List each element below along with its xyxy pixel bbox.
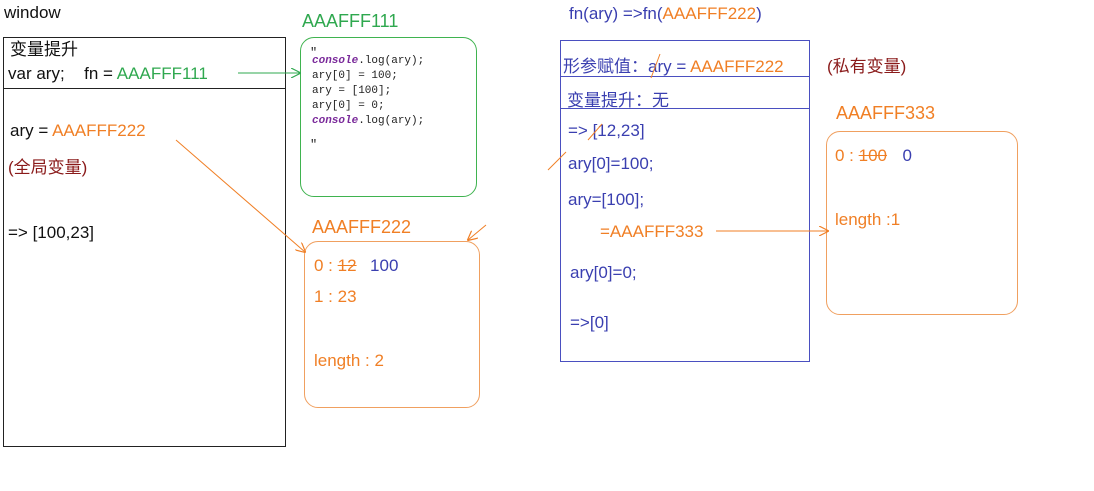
window-assign: ary = AAAFFF222 xyxy=(10,121,146,141)
array1-box xyxy=(304,241,480,408)
code-line: ary = [100]; xyxy=(312,85,392,97)
array2-length: length :1 xyxy=(835,210,901,229)
array2-address: AAAFFF333 xyxy=(836,103,936,123)
array2-row0-old: 100 xyxy=(858,146,888,165)
fn-code-quote-close: " xyxy=(310,138,318,152)
decl-fn: fn = xyxy=(84,64,113,83)
fn-call-header-ref: AAAFFF222 xyxy=(662,4,757,23)
fn-call-divider-1 xyxy=(560,76,810,77)
fn-code-quote-open: " xyxy=(310,46,318,60)
decl-var: var ary; xyxy=(8,64,65,83)
array2-row0-key: 0 : xyxy=(835,146,854,165)
array1-row0-key: 0 : xyxy=(314,256,333,275)
fn-heap-box xyxy=(300,37,477,197)
arrow-param-to-array1 xyxy=(468,224,487,240)
fn-call-header: fn(ary) =>fn(AAAFFF222) xyxy=(569,4,762,23)
assign-name: ary = xyxy=(10,121,49,140)
array2-box xyxy=(826,131,1018,315)
array2-row0-new: 0 xyxy=(902,146,912,165)
fn-code-body: console.log(ary); ary[0] = 100; ary = [1… xyxy=(312,54,424,129)
param-ref: AAAFFF222 xyxy=(690,57,784,76)
private-var-note: (私有变量) xyxy=(827,57,907,76)
param-assign: 形参赋值：ary = AAAFFF222 xyxy=(563,57,784,76)
stmt-ary-new-ref: =AAAFFF333 xyxy=(600,222,704,241)
fn-call-divider-2 xyxy=(560,108,810,109)
decl-fn-ref: AAAFFF111 xyxy=(116,64,208,83)
fn-heap-address: AAAFFF111 xyxy=(302,11,399,31)
code-line: ary[0] = 0; xyxy=(312,100,385,112)
array1-row0: 0 : 12 100 xyxy=(314,256,398,276)
stmt-ary-reassign: ary=[100]; xyxy=(568,190,645,209)
assign-ref: AAAFFF222 xyxy=(52,121,146,140)
code-line: console.log(ary); xyxy=(312,55,425,67)
array1-row0-old: 12 xyxy=(337,256,357,275)
global-var-note: (全局变量) xyxy=(8,158,88,177)
window-divider xyxy=(3,88,286,89)
code-line: console.log(ary); xyxy=(312,115,425,127)
fn-call-output-1: => [12,23] xyxy=(568,121,645,140)
stmt-ary0-100: ary[0]=100; xyxy=(568,154,654,173)
stmt-ary0-0: ary[0]=0; xyxy=(570,263,637,282)
array1-address: AAAFFF222 xyxy=(312,217,412,237)
window-output: => [100,23] xyxy=(8,223,95,242)
array1-row0-new: 100 xyxy=(370,256,399,275)
array1-length: length : 2 xyxy=(314,351,384,370)
array1-row1: 1 : 23 xyxy=(314,287,357,306)
fn-call-hoist: 变量提升：无 xyxy=(567,91,669,110)
array2-row0: 0 : 100 0 xyxy=(835,146,912,166)
window-hoist-decls: var ary; fn = AAAFFF111 xyxy=(8,64,208,84)
code-line: ary[0] = 100; xyxy=(312,70,398,82)
fn-call-scope-box xyxy=(560,40,810,362)
fn-call-output-2: =>[0] xyxy=(570,313,609,332)
window-hoist-header: 变量提升 xyxy=(10,40,78,59)
window-title: window xyxy=(4,3,61,22)
